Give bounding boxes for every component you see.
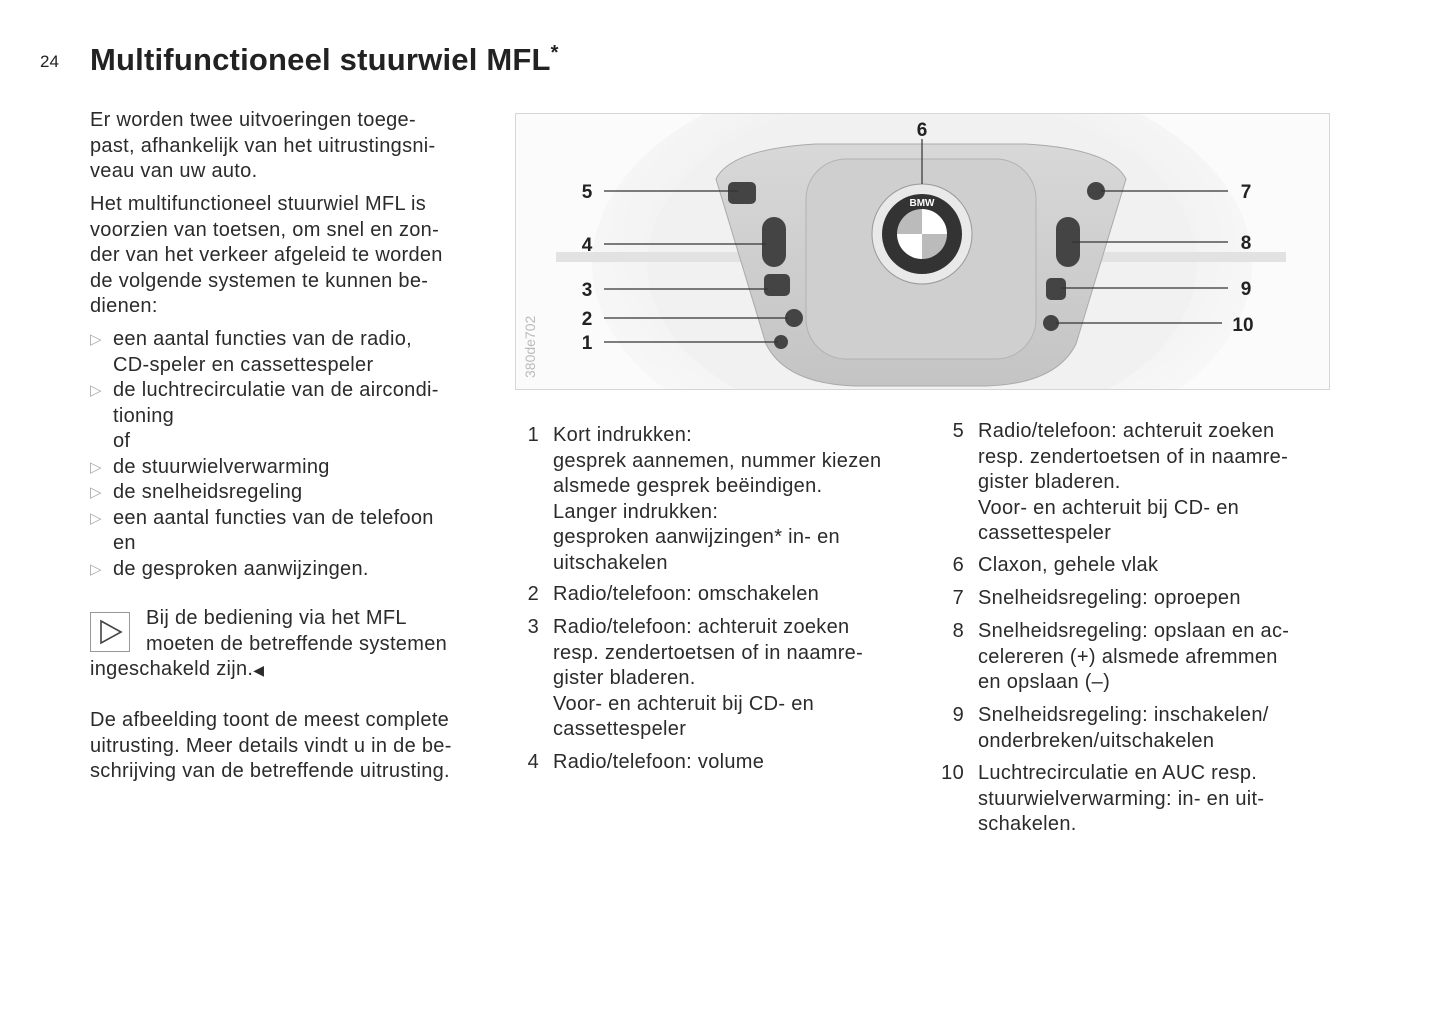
legend-item: 6 Claxon, gehele vlak [940,553,1158,579]
legend-number: 2 [527,583,539,605]
legend-item: 7 Snelheidsregeling: oproepen [940,586,1241,612]
intro-paragraph-2: Het multifunctioneel stuurwiel MFL is vo… [90,193,443,317]
note-line-3-text: ingeschakeld zijn. [90,658,254,680]
list-item-text: de gesproken aanwijzingen. [113,557,369,580]
list-item-text: de snelheidsregeling [113,481,303,503]
legend-number: 10 [941,762,964,784]
legend-item: 10 Luchtrecirculatie en AUC resp. stuurwi… [940,761,1264,838]
callout-5: 5 [582,182,593,203]
list-item: ▷ de stuurwielverwarming [90,455,510,481]
note-line-3: ingeschakeld zijn.◀ [90,657,264,684]
legend-item: 3 Radio/telefoon: achteruit zoeken resp. … [515,615,863,743]
legend-number: 7 [952,587,964,609]
page-title: Multifunctioneel stuurwiel MFL* [90,42,559,78]
list-item: ▷ de gesproken aanwijzingen. [90,557,510,583]
legend-number: 6 [952,554,964,576]
button-5 [728,182,756,204]
legend-number: 3 [527,616,539,638]
figure-code: 380de702 [522,315,538,378]
legend-item: 5 Radio/telefoon: achteruit zoeken resp. … [940,419,1288,547]
bmw-logo: BMW [882,194,962,274]
legend-text: Snelheidsregeling: oproepen [978,587,1241,609]
triangle-bullet-icon: ▷ [90,484,102,501]
steering-wheel-figure: BMW 1 2 3 4 5 6 [515,113,1330,390]
button-10 [1043,315,1059,331]
list-item: ▷ de luchtrecirculatie van de aircondi- t… [90,378,510,455]
triangle-bullet-icon: ▷ [90,509,102,527]
list-item-text: een aantal functies van de telefoon en [113,506,434,555]
triangle-bullet-icon: ▷ [90,560,102,578]
steering-wheel-illustration: BMW 1 2 3 4 5 6 [516,114,1329,389]
triangle-bullet-icon: ▷ [90,458,102,476]
intro-paragraph: Er worden twee uitvoeringen toege- past,… [90,109,436,182]
triangle-bullet-icon: ▷ [90,331,102,348]
callout-10: 10 [1232,315,1253,336]
button-3 [764,274,790,296]
legend-text: Radio/telefoon: achteruit zoeken resp. z… [553,616,864,740]
callout-8: 8 [1241,233,1252,254]
legend-text: Snelheidsregeling: opslaan en ac- celere… [978,620,1290,693]
button-1 [774,335,788,349]
callout-6: 6 [917,120,928,141]
logo-text: BMW [910,198,936,209]
legend-text: Claxon, gehele vlak [978,554,1159,576]
page-number: 24 [40,52,59,71]
legend-text: Kort indrukken: gesprek aannemen, nummer… [553,424,882,574]
leader-lines [604,139,1228,343]
legend-number: 8 [952,620,964,642]
legend-text: Radio/telefoon: achteruit zoeken resp. z… [978,420,1289,544]
legend-item: 1 Kort indrukken: gesprek aannemen, numme… [515,423,882,576]
callout-4: 4 [582,235,593,256]
note-icon [90,612,130,652]
legend-number: 5 [952,420,964,442]
end-mark-icon: ◀ [253,662,265,678]
legend-item: 2 Radio/telefoon: omschakelen [515,582,819,608]
list-item-text: een aantal functies van de radio, CD-spe… [113,328,412,376]
legend-number: 4 [527,751,539,773]
legend-text: Radio/telefoon: omschakelen [553,583,820,605]
callout-2: 2 [582,309,593,330]
button-9 [1046,278,1066,300]
legend-item: 4 Radio/telefoon: volume [515,750,764,776]
legend-number: 9 [952,704,964,726]
list-item: ▷ een aantal functies van de radio, CD-sp… [90,327,510,378]
legend-text: Radio/telefoon: volume [553,751,765,773]
list-item-text: de luchtrecirculatie van de aircondi- ti… [113,379,439,452]
title-asterisk: * [550,42,559,64]
list-item-text: de stuurwielverwarming [113,455,330,478]
legend-item: 8 Snelheidsregeling: opslaan en ac- celer… [940,619,1289,696]
closing-paragraph: De afbeelding toont de meest complete ui… [90,709,452,782]
callout-3: 3 [582,280,593,301]
legend-text: Snelheidsregeling: inschakelen/ onderbre… [978,704,1269,752]
button-2 [785,309,803,327]
list-item: ▷ een aantal functies van de telefoon en [90,506,510,557]
callout-1: 1 [582,333,593,354]
list-item: ▷ de snelheidsregeling [90,480,510,506]
callout-9: 9 [1241,279,1252,300]
note-line-1: Bij de bediening via het MFL [146,607,407,629]
button-8 [1056,217,1080,267]
feature-list: ▷ een aantal functies van de radio, CD-sp… [90,327,510,582]
title-text: Multifunctioneel stuurwiel MFL [90,42,551,77]
button-4-volume [762,217,786,267]
callout-7: 7 [1241,182,1252,203]
triangle-bullet-icon: ▷ [90,382,102,399]
legend-number: 1 [527,424,539,446]
control-buttons [728,182,1105,349]
legend-item: 9 Snelheidsregeling: inschakelen/ onderbr… [940,703,1269,754]
note-line-2: moeten de betreffende systemen [146,633,448,655]
button-7 [1087,182,1105,200]
legend-text: Luchtrecirculatie en AUC resp. stuurwiel… [978,762,1265,835]
